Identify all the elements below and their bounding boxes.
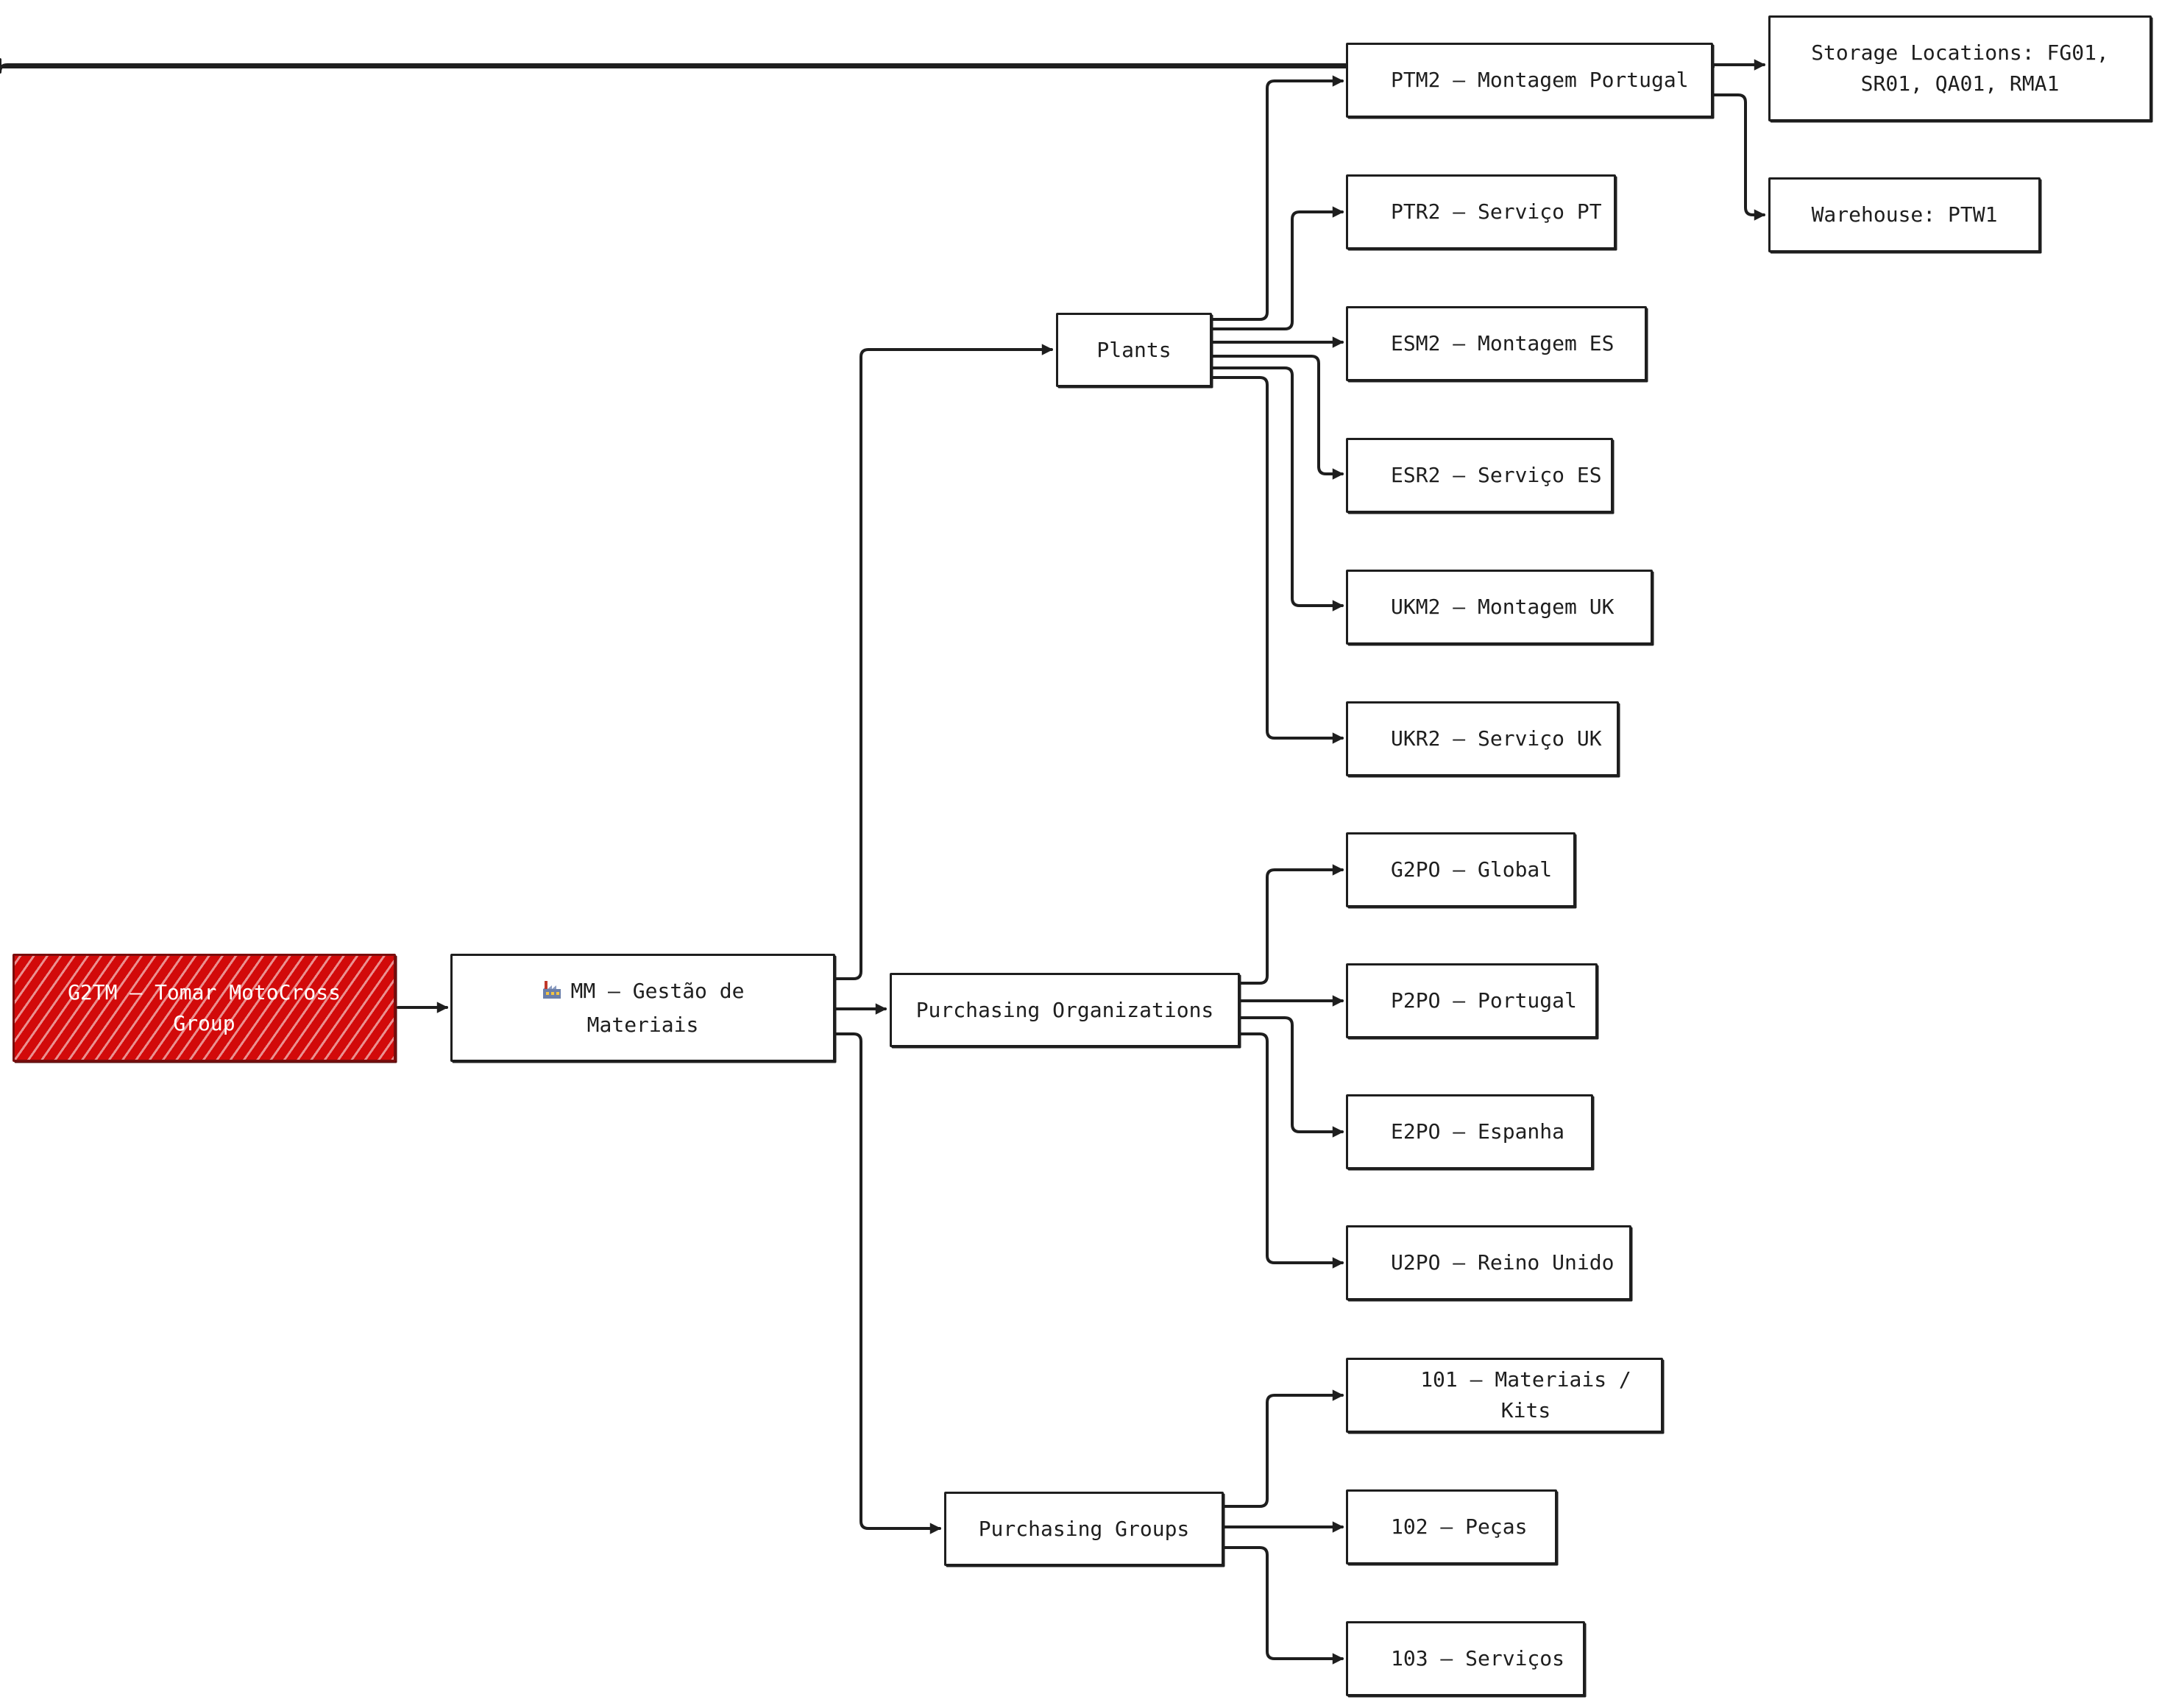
warehouse-label: Warehouse: PTW1: [1811, 202, 1998, 227]
plant-label: ESM2 – Montagem ES: [1391, 331, 1615, 355]
purch-org-node-g2po[interactable]: G2PO – Global: [1346, 832, 1576, 907]
edge-plants-ukm2-arrow: [1211, 366, 1344, 612]
purch-group-node-102[interactable]: 102 – Peças: [1346, 1489, 1557, 1565]
purch-org-node-p2po[interactable]: P2PO – Portugal: [1346, 963, 1598, 1038]
edge-plants-esr2-arrow: [1211, 355, 1344, 480]
plants-category-node[interactable]: Plants: [1056, 313, 1212, 387]
edge-pgroups-103-arrow: [1222, 1546, 1344, 1665]
purch-org-label: U2PO – Reino Unido: [1391, 1250, 1615, 1275]
edge-porgs-e2po-arrow: [1238, 1016, 1344, 1138]
plant-label: PTR2 – Serviço PT: [1391, 199, 1602, 224]
root-company-label: G2TM – Tomar MotoCross Group: [68, 979, 341, 1035]
purch-group-label: 102 – Peças: [1391, 1514, 1528, 1539]
edge-ptm2-warehouse-arrow: [1712, 93, 1766, 221]
edge-porgs-u2po-arrow: [1238, 1032, 1344, 1269]
plant-label: UKM2 – Montagem UK: [1391, 595, 1615, 619]
purchasing-groups-category-node[interactable]: Purchasing Groups: [944, 1492, 1224, 1566]
plant-node-esr2[interactable]: ESR2 – Serviço ES: [1346, 438, 1613, 513]
root-company-node[interactable]: G2TM – Tomar MotoCross Group: [13, 954, 396, 1062]
edge-module-pgroups-arrow: [834, 1032, 942, 1534]
purchasing-orgs-category-label: Purchasing Organizations: [915, 997, 1214, 1022]
purchasing-groups-category-label: Purchasing Groups: [978, 1516, 1190, 1541]
purch-org-node-u2po[interactable]: U2PO – Reino Unido: [1346, 1225, 1631, 1300]
purch-group-node-103[interactable]: 103 – Serviços: [1346, 1621, 1585, 1696]
plant-node-ukr2[interactable]: UKR2 – Serviço UK: [1346, 701, 1619, 776]
edge-pgroups-101-arrow: [1222, 1389, 1344, 1508]
edge-ptm2-storage-arrow: [0, 58, 1766, 74]
storage-locations-label: Storage Locations: FG01, SR01, QA01, RMA…: [1811, 40, 2109, 96]
storage-locations-node[interactable]: Storage Locations: FG01, SR01, QA01, RMA…: [1768, 15, 2152, 121]
plant-label: PTM2 – Montagem Portugal: [1391, 68, 1689, 92]
plant-label: ESR2 – Serviço ES: [1391, 463, 1602, 487]
purchasing-orgs-category-node[interactable]: Purchasing Organizations: [890, 973, 1240, 1047]
edge-plants-ptm2-arrow: [1211, 75, 1344, 321]
purch-group-label: 101 – Materiais / Kits: [1420, 1367, 1631, 1422]
purch-group-node-101[interactable]: 101 – Materiais / Kits: [1346, 1358, 1663, 1433]
edge-plants-ukr2-arrow: [1211, 376, 1344, 744]
edge-plants-ptr2-arrow: [1211, 206, 1344, 330]
purch-org-label: P2PO – Portugal: [1391, 988, 1577, 1013]
plant-node-ptr2[interactable]: PTR2 – Serviço PT: [1346, 174, 1616, 249]
warehouse-node[interactable]: Warehouse: PTW1: [1768, 177, 2041, 252]
plant-label: UKR2 – Serviço UK: [1391, 726, 1602, 751]
edge-porgs-g2po-arrow: [1238, 864, 1344, 985]
plant-node-esm2[interactable]: ESM2 – Montagem ES: [1346, 306, 1647, 381]
purch-group-label: 103 – Serviços: [1391, 1646, 1565, 1670]
plant-node-ptm2[interactable]: PTM2 – Montagem Portugal: [1346, 43, 1713, 118]
purch-org-label: E2PO – Espanha: [1391, 1119, 1565, 1144]
purch-org-node-e2po[interactable]: E2PO – Espanha: [1346, 1094, 1593, 1169]
plant-node-ukm2[interactable]: UKM2 – Montagem UK: [1346, 570, 1653, 645]
plants-category-label: Plants: [1096, 337, 1172, 362]
purch-org-label: G2PO – Global: [1391, 857, 1553, 882]
factory-icon: [541, 979, 563, 1010]
module-node[interactable]: MM – Gestão de Materiais: [450, 954, 835, 1062]
edge-module-plants-arrow: [834, 344, 1054, 980]
module-label: MM – Gestão de Materiais: [570, 978, 745, 1037]
